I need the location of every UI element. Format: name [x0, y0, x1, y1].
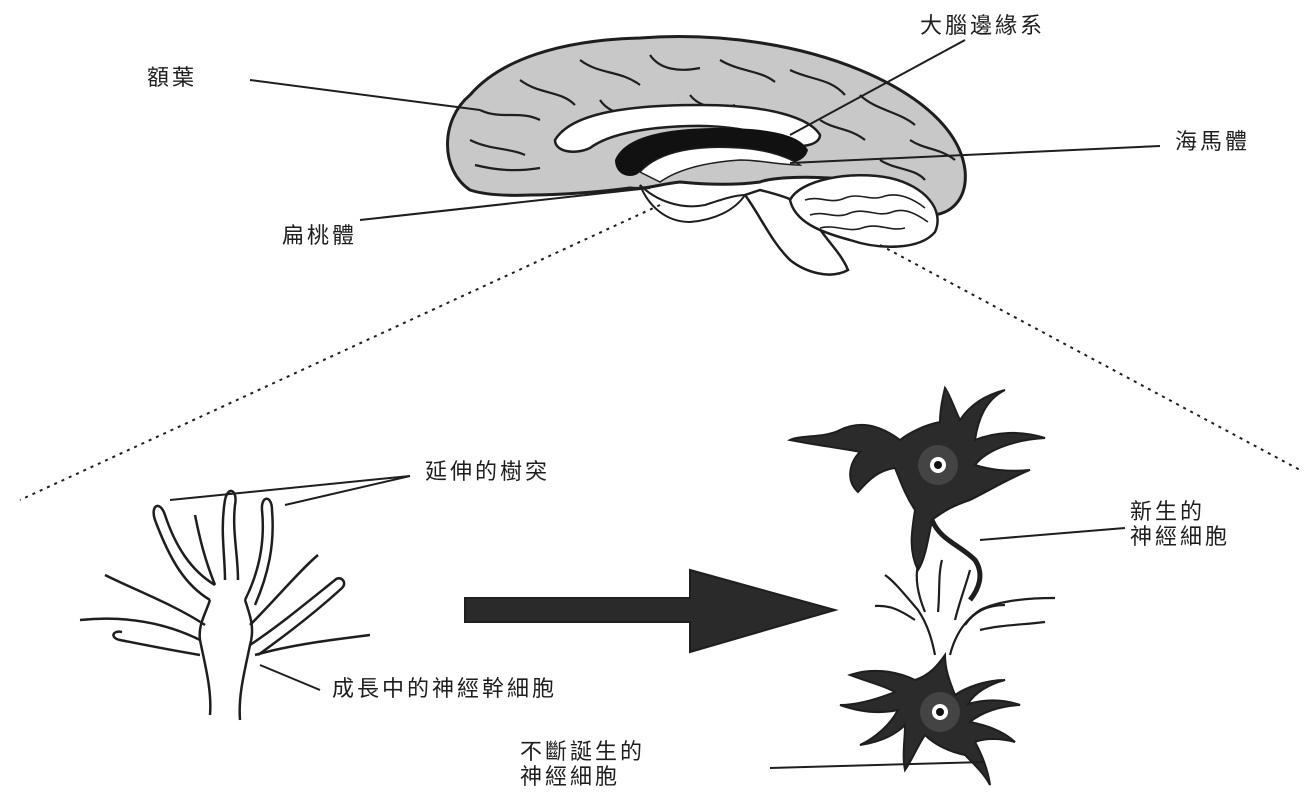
- label-new-neuron-line1: 新生的: [1130, 500, 1230, 525]
- leader-frontal: [250, 80, 480, 110]
- label-born-neuron-line2: 神經細胞: [520, 765, 645, 790]
- label-born-neuron-line1: 不斷誕生的: [520, 740, 645, 765]
- label-hippocampus: 海馬體: [1175, 130, 1250, 155]
- label-amygdala: 扁桃體: [282, 224, 357, 249]
- leader-new-neuron: [980, 528, 1125, 540]
- temporal-base: [640, 185, 745, 222]
- neural-stem-cell: [80, 491, 370, 720]
- label-new-neuron: 新生的 神經細胞: [1130, 500, 1230, 551]
- label-frontal-lobe: 額葉: [147, 66, 197, 91]
- brain-illustration: [448, 37, 966, 275]
- zoom-lines: [20, 205, 1300, 500]
- label-extending-dendrites: 延伸的樹突: [425, 460, 550, 485]
- label-continuously-born-neuron: 不斷誕生的 神經細胞: [520, 740, 645, 791]
- progression-arrow: [465, 570, 835, 652]
- leader-dendrite-1: [170, 476, 410, 500]
- leader-dendrite-2: [285, 476, 410, 505]
- label-growing-stem-cell: 成長中的神經幹細胞: [332, 677, 557, 702]
- leader-born-neuron: [770, 762, 985, 768]
- leader-stem-cell: [260, 665, 320, 690]
- label-new-neuron-line2: 神經細胞: [1130, 525, 1230, 550]
- developing-neuron: [875, 560, 1055, 655]
- label-limbic-system: 大腦邊緣系: [920, 14, 1045, 39]
